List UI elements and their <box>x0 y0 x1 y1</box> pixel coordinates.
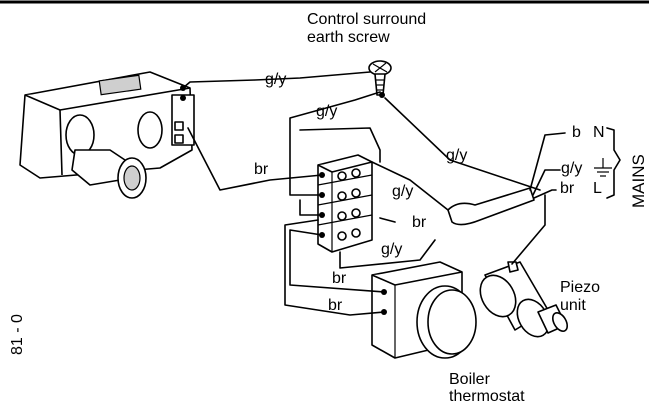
label-br-thermo-upper: br <box>332 270 347 287</box>
label-mains-L: L <box>593 180 602 197</box>
piezo-label-line2: unit <box>560 297 586 314</box>
terminal-block <box>317 154 373 253</box>
earth-screw-icon <box>368 60 392 98</box>
piezo-unit <box>479 261 569 338</box>
label-br-terminal: br <box>412 214 427 231</box>
label-gy-lower: g/y <box>381 241 402 258</box>
label-mains-gy: g/y <box>561 160 582 177</box>
label-mains-b: b <box>572 124 581 141</box>
mains-cable <box>447 187 535 226</box>
mains-label: MAINS <box>629 154 648 208</box>
label-gy-upper: g/y <box>316 103 337 120</box>
piezo-label-line1: Piezo <box>560 279 600 296</box>
thermostat-label-line1: Boiler <box>449 371 491 388</box>
label-br-thermo-lower: br <box>328 297 343 314</box>
label-mains-N: N <box>593 124 605 141</box>
earth-screw-label-line1: Control surround <box>307 11 426 28</box>
label-gy-top: g/y <box>265 71 286 88</box>
gas-control-valve <box>19 71 195 199</box>
label-mains-br: br <box>560 180 575 197</box>
wires <box>182 71 621 316</box>
earth-screw-label-line2: earth screw <box>307 29 390 46</box>
figure-code: 81 - 0 <box>9 314 26 355</box>
label-gy-mid-right: g/y <box>446 147 467 164</box>
label-br-left: br <box>254 161 269 178</box>
thermostat-label-line2: thermostat <box>449 388 525 405</box>
label-gy-terminal: g/y <box>392 183 413 200</box>
boiler-thermostat <box>371 261 477 359</box>
